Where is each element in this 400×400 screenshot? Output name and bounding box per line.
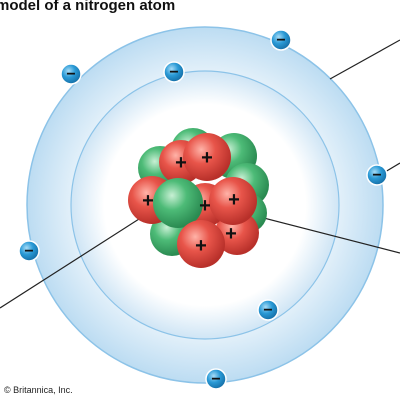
electron: − — [163, 61, 185, 83]
credit-text: Britannica, Inc. — [13, 385, 73, 395]
diagram-title: model of a nitrogen atom — [0, 0, 176, 14]
proton — [177, 220, 225, 268]
svg-text:−: − — [211, 371, 220, 388]
copyright-credit: © Britannica, Inc. — [4, 385, 73, 395]
electron: − — [366, 164, 388, 186]
electrons: − − − − − − − — [18, 29, 388, 390]
electron: − — [205, 368, 227, 390]
proton — [209, 177, 257, 225]
neutron — [153, 178, 203, 228]
proton-sign: + — [195, 235, 207, 257]
proton-sign: + — [142, 190, 154, 212]
electron: − — [18, 240, 40, 262]
electron: − — [257, 299, 279, 321]
nucleus: + + + + + + + — [128, 128, 269, 268]
proton-sign: + — [225, 223, 237, 245]
svg-text:−: − — [169, 64, 178, 81]
pointer-line-proton — [247, 213, 400, 254]
proton-sign: + — [175, 152, 187, 174]
pointer-line-shell — [329, 39, 400, 80]
svg-text:−: − — [24, 243, 33, 260]
copyright-icon: © — [4, 385, 11, 395]
electron: − — [60, 63, 82, 85]
svg-text:−: − — [276, 32, 285, 49]
proton — [183, 133, 231, 181]
svg-text:−: − — [263, 302, 272, 319]
svg-text:−: − — [66, 66, 75, 83]
proton-sign: + — [199, 195, 211, 217]
pointer-line-electron — [384, 162, 400, 173]
svg-text:−: − — [372, 167, 381, 184]
proton-sign: + — [228, 189, 240, 211]
electron: − — [270, 29, 292, 51]
proton-sign: + — [201, 147, 213, 169]
pointer-line-neutron — [0, 211, 151, 309]
